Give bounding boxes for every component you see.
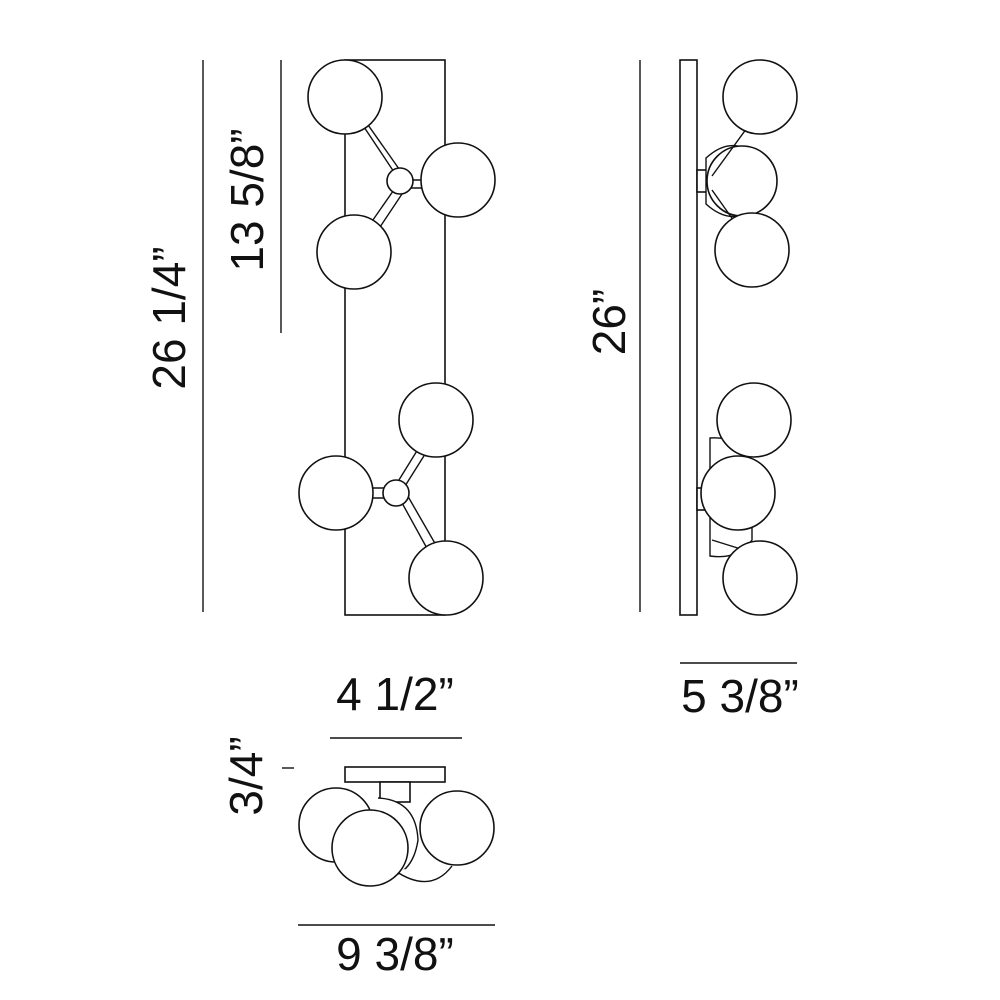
top-globe-right xyxy=(419,790,495,866)
overall-height-label: 26 1/4” xyxy=(143,246,195,389)
top-view: 3/4” 9 3/8” xyxy=(220,736,495,980)
side-lower-globe-top xyxy=(716,382,792,458)
upper-globe-1 xyxy=(307,59,383,135)
upper-globe-3 xyxy=(316,214,392,290)
side-upper-globe-mid xyxy=(706,145,778,217)
thickness-label: 3/4” xyxy=(220,736,272,815)
lower-globe-2 xyxy=(298,455,374,531)
cluster-height-label: 13 5/8” xyxy=(221,128,273,271)
top-arm-link xyxy=(393,865,453,883)
top-backplate xyxy=(344,766,446,783)
backplate-width-label: 4 1/2” xyxy=(336,668,454,720)
side-lower-globe-mid xyxy=(700,455,776,531)
side-upper-globe-bottom xyxy=(714,212,790,288)
upper-globe-2 xyxy=(420,142,496,218)
top-width-label: 9 3/8” xyxy=(336,928,454,980)
side-upper-globe-top xyxy=(722,59,798,135)
lower-globe-1 xyxy=(398,382,474,458)
lower-globe-3 xyxy=(408,540,484,616)
front-view: 26 1/4” 13 5/8” xyxy=(143,59,496,739)
upper-hub xyxy=(386,167,414,195)
side-height-label: 26” xyxy=(583,289,635,355)
side-lower-globe-bottom xyxy=(722,540,798,616)
side-depth-label: 5 3/8” xyxy=(681,670,799,722)
front-backplate xyxy=(344,59,446,616)
side-view: 26” 5 3/8” xyxy=(583,59,799,722)
top-globe-front xyxy=(331,809,409,887)
side-backplate xyxy=(679,59,698,616)
lower-hub xyxy=(382,479,410,507)
